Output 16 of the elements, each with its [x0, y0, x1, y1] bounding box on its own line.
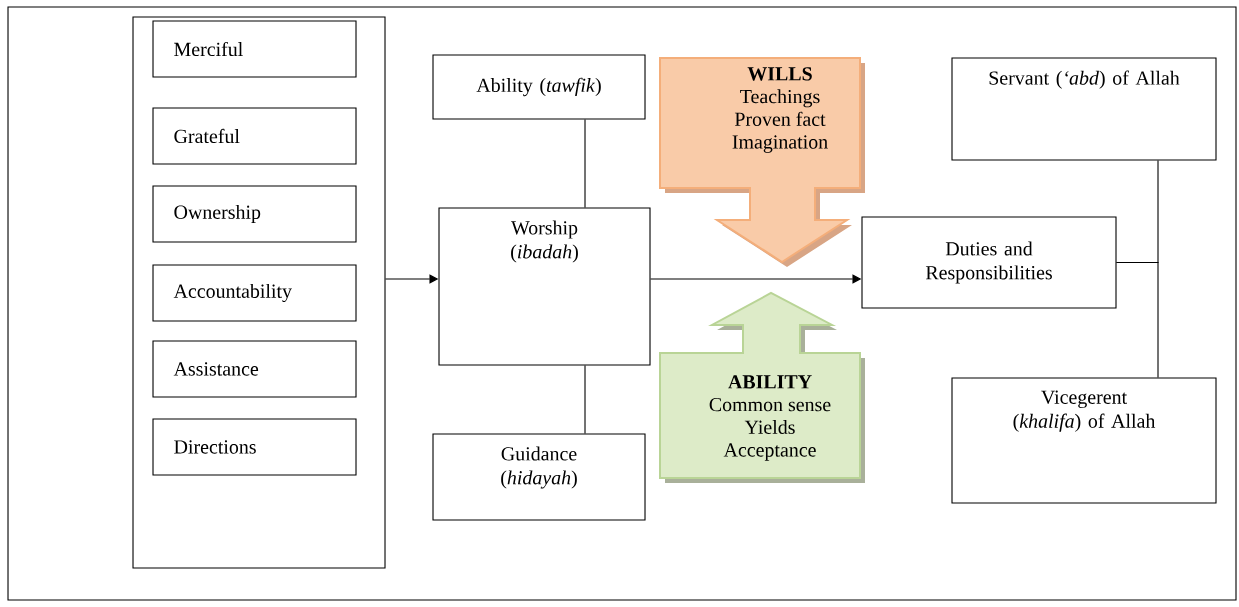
group-box [132, 16, 386, 569]
text-box: Worship (ibadah) [438, 207, 651, 366]
connector [584, 119, 586, 208]
text-box: Duties and Responsibilities [861, 216, 1117, 309]
text-box: Servant (‘abd) of Allah [951, 57, 1217, 161]
connector [584, 365, 586, 434]
text-box: Guidance (hidayah) [432, 433, 646, 521]
text-box: Directions [152, 418, 357, 476]
text-box: Assistance [152, 340, 357, 398]
connector [1116, 261, 1159, 378]
text-box: Ownership [152, 185, 357, 243]
text-box: Vicegerent (khalifa) of Allah [951, 377, 1217, 504]
text-box: Merciful [152, 20, 357, 78]
text-box: Grateful [152, 107, 357, 165]
text-box: Ability (tawfik) [432, 54, 646, 120]
text-box: Accountability [152, 264, 357, 322]
